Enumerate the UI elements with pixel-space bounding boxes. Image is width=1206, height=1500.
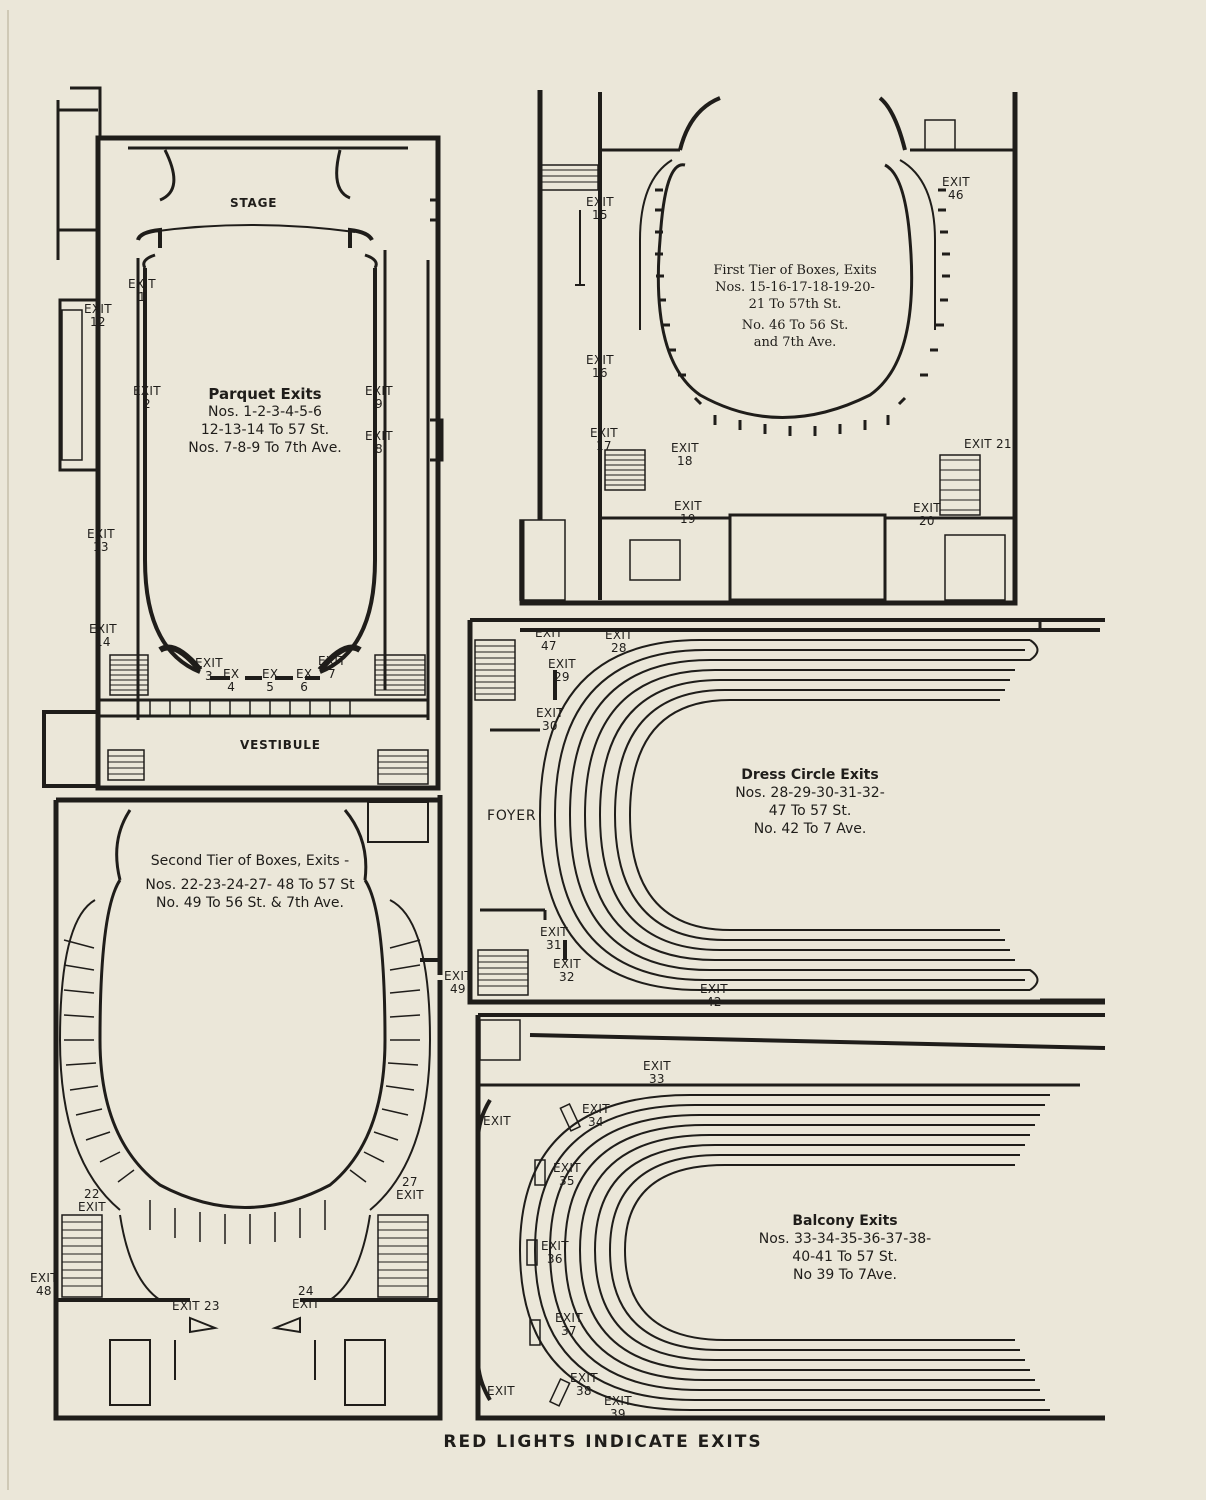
dress-circle-line-2: 47 To 57 St. — [768, 803, 852, 819]
vestibule-label: VESTIBULE — [240, 738, 321, 752]
first-tier-note: First Tier of Boxes, Exits Nos. 15-16-17… — [690, 262, 900, 351]
first-tier-plan — [519, 90, 1018, 606]
first-tier-line-3: No. 46 To 56 St. — [741, 318, 849, 333]
parquet-line-2: 12-13-14 To 57 St. — [200, 422, 330, 438]
first-tier-line-4: and 7th Ave. — [753, 335, 837, 350]
exit-23-label: EXIT 23 — [172, 1299, 220, 1313]
second-tier-note: Second Tier of Boxes, Exits - Nos. 22-23… — [105, 852, 395, 912]
dress-circle-line-3: No. 42 To 7 Ave. — [753, 821, 867, 837]
dress-circle-heading: Dress Circle Exits — [741, 767, 879, 783]
balcony-plan — [475, 1013, 1106, 1421]
foyer-label: FOYER — [487, 808, 537, 824]
parquet-line-1: Nos. 1-2-3-4-5-6 — [208, 404, 322, 420]
dress-circle-line-1: Nos. 28-29-30-31-32- — [735, 785, 885, 801]
balcony-line-2: 40-41 To 57 St. — [792, 1249, 898, 1265]
exit-21-label: EXIT 21 — [964, 437, 1012, 451]
balcony-note: Balcony Exits Nos. 33-34-35-36-37-38- 40… — [715, 1212, 975, 1284]
second-tier-line-2: No. 49 To 56 St. & 7th Ave. — [156, 895, 344, 911]
balcony-exit-lower-label: EXIT — [487, 1384, 515, 1398]
balcony-exit-upper-label: EXIT — [483, 1114, 511, 1128]
parquet-exits-note: Parquet Exits Nos. 1-2-3-4-5-6 12-13-14 … — [150, 385, 380, 457]
first-tier-heading: First Tier of Boxes, Exits — [713, 263, 877, 278]
stage-label: STAGE — [230, 196, 278, 210]
parquet-line-3: Nos. 7-8-9 To 7th Ave. — [188, 440, 342, 456]
balcony-heading: Balcony Exits — [792, 1213, 898, 1229]
second-tier-line-1: Nos. 22-23-24-27- 48 To 57 St — [145, 877, 355, 893]
dress-circle-note: Dress Circle Exits Nos. 28-29-30-31-32- … — [700, 766, 920, 838]
first-tier-line-2: 21 To 57th St. — [748, 297, 842, 312]
second-tier-plan — [53, 795, 443, 1421]
parquet-plan — [42, 86, 444, 791]
dress-circle-plan — [467, 618, 1105, 1005]
first-tier-line-1: Nos. 15-16-17-18-19-20- — [715, 280, 875, 295]
red-lights-caption: RED LIGHTS INDICATE EXITS — [443, 1432, 763, 1452]
second-tier-heading: Second Tier of Boxes, Exits - — [150, 853, 350, 869]
balcony-line-1: Nos. 33-34-35-36-37-38- — [758, 1231, 932, 1247]
parquet-heading: Parquet Exits — [208, 385, 322, 403]
balcony-line-3: No 39 To 7Ave. — [793, 1267, 897, 1283]
